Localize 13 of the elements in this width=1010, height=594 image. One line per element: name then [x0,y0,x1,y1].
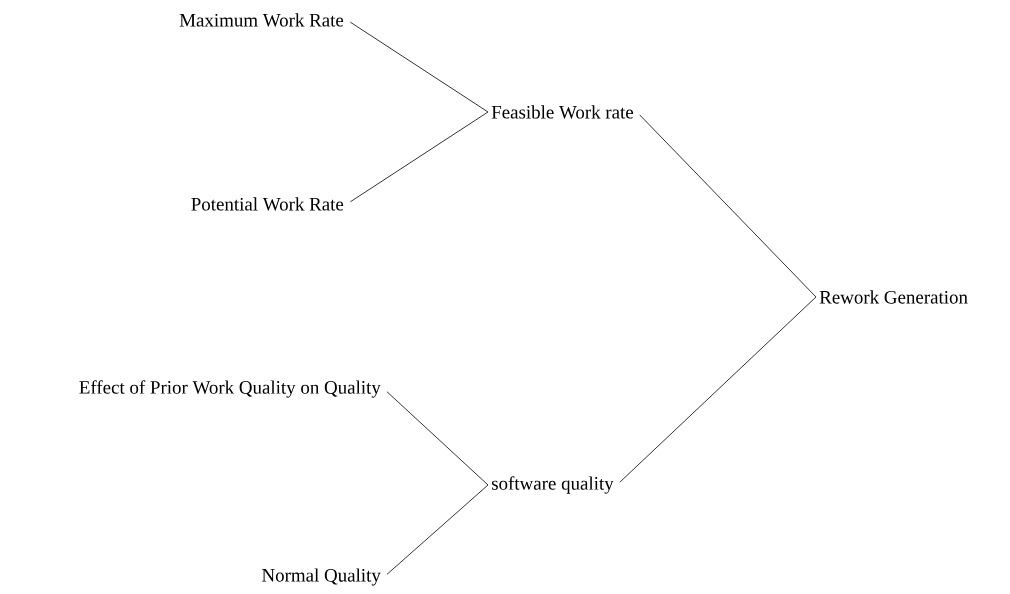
variable-name: Rework Generation [819,290,968,304]
connector-line [639,114,817,298]
connector-line [386,484,489,575]
connector-line [386,391,489,486]
variable-name: Feasible Work rate [491,105,634,119]
variable-name: Maximum Work Rate [179,13,344,27]
variable-name: software quality [492,476,614,494]
variable-name: Potential Work Rate [191,197,344,211]
connector-line [349,21,489,113]
connector-line [619,296,817,483]
variable-name: Normal Quality [262,568,381,586]
variable-name: Effect of Prior Work Quality on Quality [79,380,381,398]
connector-line [349,111,489,203]
